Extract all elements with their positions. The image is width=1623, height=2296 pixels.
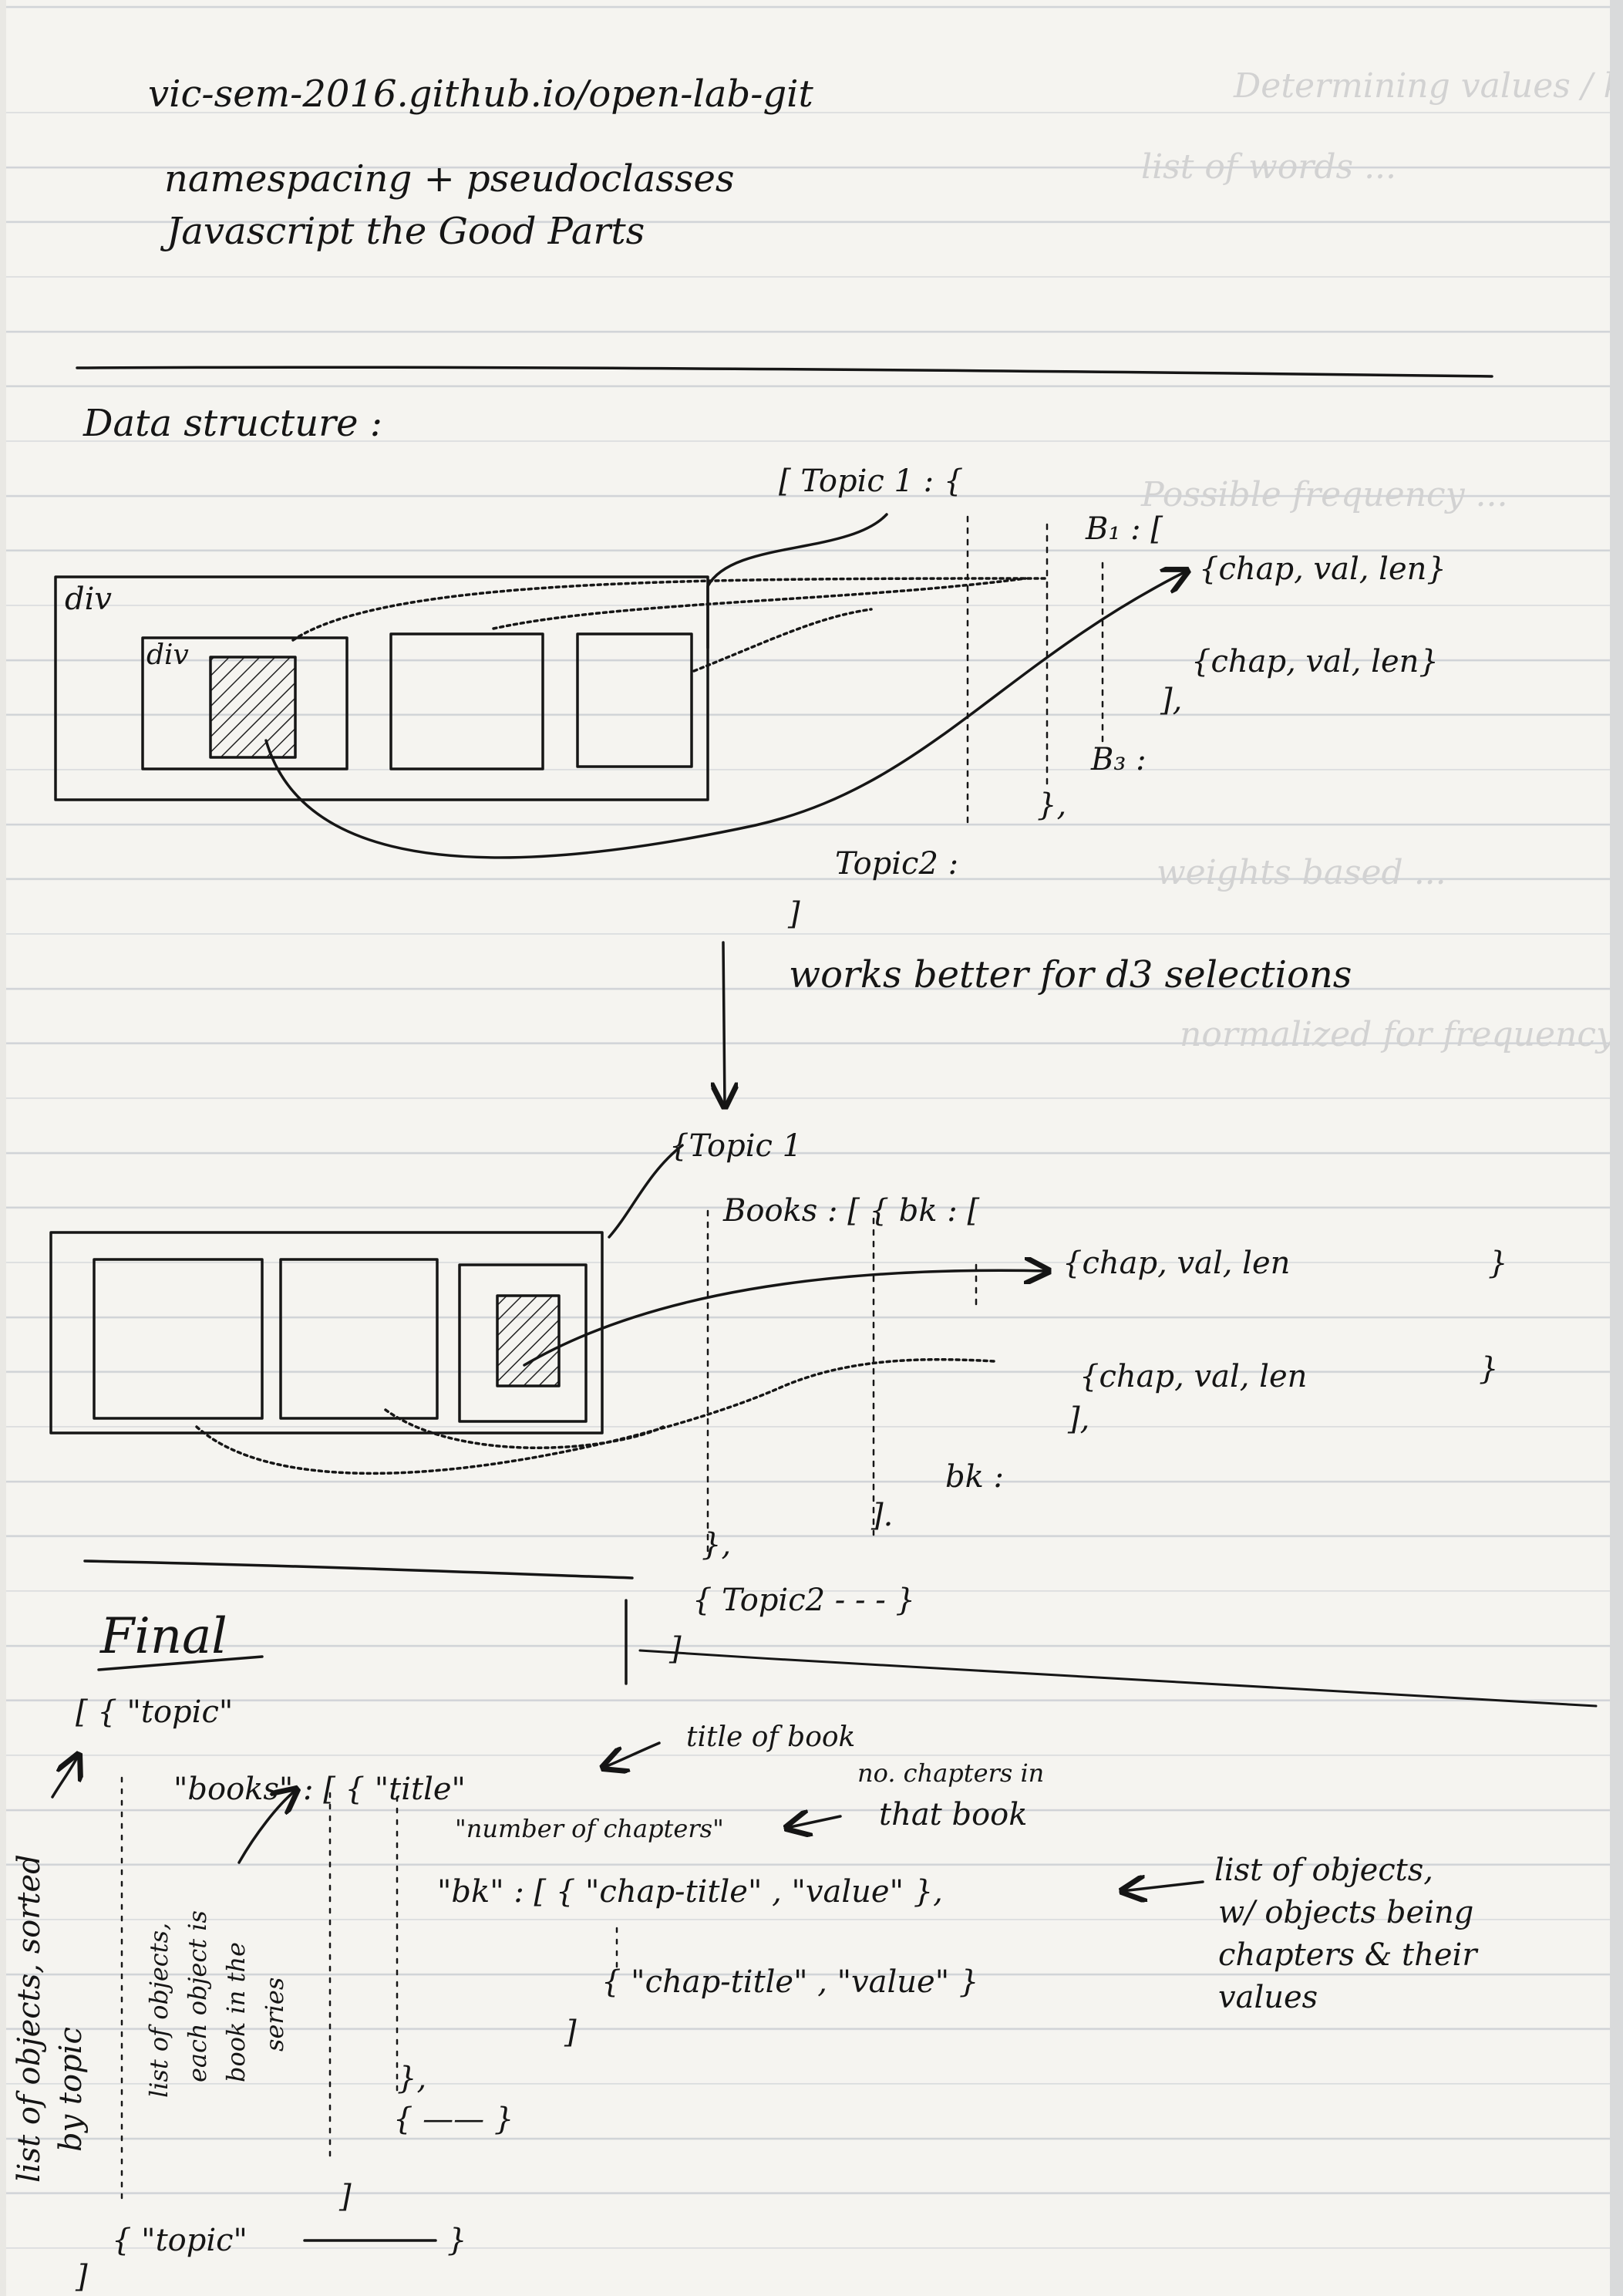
books-note-4: series xyxy=(260,1977,289,2052)
down-arrow xyxy=(723,941,725,1107)
topic1-open: [ Topic 1 : { xyxy=(779,464,964,499)
middle-box xyxy=(389,632,544,770)
outer-div-box xyxy=(54,575,709,801)
list-note-1: list of objects, xyxy=(1214,1853,1433,1888)
header-line2: namespacing + pseudoclasses xyxy=(164,157,735,201)
box-middle xyxy=(279,1258,439,1420)
zigzag-curve xyxy=(291,577,1050,642)
outer-div-box-2 xyxy=(49,1231,604,1435)
final-divider-line xyxy=(638,1649,1598,1708)
chap-entry-a: {chap, val, len} xyxy=(1199,551,1446,587)
final-title: Final xyxy=(100,1608,227,1665)
close-book: }, xyxy=(397,2061,427,2096)
chapters-note-1: no. chapters in xyxy=(857,1758,1045,1788)
section-divider-line xyxy=(76,366,1493,378)
side-note-1: list of objects, sorted xyxy=(12,1854,47,2183)
annotation-arrow xyxy=(51,1755,79,1799)
chap-entry-b-2: {chap, val, len xyxy=(1079,1359,1308,1394)
close-inner: ], xyxy=(1160,683,1183,718)
mapping-arrow xyxy=(264,571,1187,859)
topic-connector xyxy=(706,513,888,649)
final-open: [ { "topic" xyxy=(76,1694,234,1730)
annotation-arrow xyxy=(786,1816,842,1828)
chapters-note-2: that book xyxy=(879,1797,1028,1832)
chap-entry-a-2: {chap, val, len xyxy=(1062,1246,1291,1281)
close-bk: ] xyxy=(564,2014,577,2050)
close-inner-2: ], xyxy=(1068,1401,1090,1437)
d3-note: works better for d3 selections xyxy=(789,953,1352,996)
header-line3: Javascript the Good Parts xyxy=(167,210,645,253)
close-all: ] xyxy=(76,2259,88,2294)
title-underline xyxy=(97,1655,264,1671)
books-note-2: each object is xyxy=(183,1910,212,2082)
list-note-2: w/ objects being xyxy=(1218,1895,1474,1930)
list-note-3: chapters & their xyxy=(1218,1937,1477,1973)
page-binding-edge xyxy=(0,0,6,2296)
books-note-1: list of objects, xyxy=(144,1922,173,2098)
bk-label: bk : xyxy=(945,1459,1005,1495)
annotation-arrow xyxy=(237,1789,297,1864)
close-outer: ] xyxy=(788,896,800,932)
chap-line-2: { "chap-title" , "value" } xyxy=(601,1964,979,2000)
close-outer-2: ] xyxy=(669,1631,682,1667)
books-line: "books" : [ { "title" xyxy=(173,1772,466,1807)
mapping-arrow xyxy=(523,1270,1049,1367)
zigzag-curve xyxy=(384,1408,665,1449)
header-url: vic-sem-2016.github.io/open-lab-git xyxy=(148,72,813,116)
zigzag-curve xyxy=(692,608,873,673)
topic-connector xyxy=(608,1144,684,1239)
books-label: Books : [ { bk : [ xyxy=(723,1193,980,1229)
topic1-open-2: {Topic 1 xyxy=(669,1128,803,1164)
inner-div-box xyxy=(141,636,349,770)
books-note-3: book in the xyxy=(221,1942,251,2082)
zigzag-curve xyxy=(492,577,1027,630)
side-note-2: by topic xyxy=(53,2027,89,2152)
close-topic: }, xyxy=(1037,787,1067,823)
chap-entry-b-close: } xyxy=(1479,1351,1499,1387)
b3-label: B₃ : xyxy=(1091,742,1147,777)
close-books-final: ] xyxy=(339,2179,352,2214)
box-left xyxy=(93,1258,264,1420)
title-note: title of book xyxy=(686,1721,856,1753)
section-title: Data structure : xyxy=(83,402,382,445)
next-topic: { "topic" xyxy=(112,2223,247,2258)
chap-entry-a-close: } xyxy=(1488,1246,1508,1281)
hatched-element xyxy=(209,656,297,759)
next-book: { —— } xyxy=(393,2102,514,2137)
final-divider-line xyxy=(83,1559,634,1580)
topic2-label: Topic2 : xyxy=(835,846,959,882)
next-topic-close: } xyxy=(447,2223,467,2258)
annotation-arrow xyxy=(603,1741,661,1768)
box-right xyxy=(458,1263,588,1423)
topic2-2: { Topic2 - - - } xyxy=(692,1583,915,1618)
bk-line: "bk" : [ { "chap-title" , "value" }, xyxy=(437,1874,943,1910)
zigzag-curve xyxy=(195,1358,996,1475)
right-box xyxy=(576,632,693,768)
hatched-element-2 xyxy=(496,1294,561,1387)
inner-div-label: div xyxy=(146,639,189,671)
close-books: ]. xyxy=(871,1498,894,1533)
close-topic-2: }, xyxy=(702,1527,732,1563)
outer-div-label: div xyxy=(65,582,112,617)
chap-entry-b: {chap, val, len} xyxy=(1191,644,1439,679)
chapters-line: "number of chapters" xyxy=(455,1814,724,1843)
b1-label: B₁ : [ xyxy=(1086,511,1163,547)
list-note-4: values xyxy=(1218,1980,1318,2015)
annotation-arrow xyxy=(1122,1882,1204,1891)
